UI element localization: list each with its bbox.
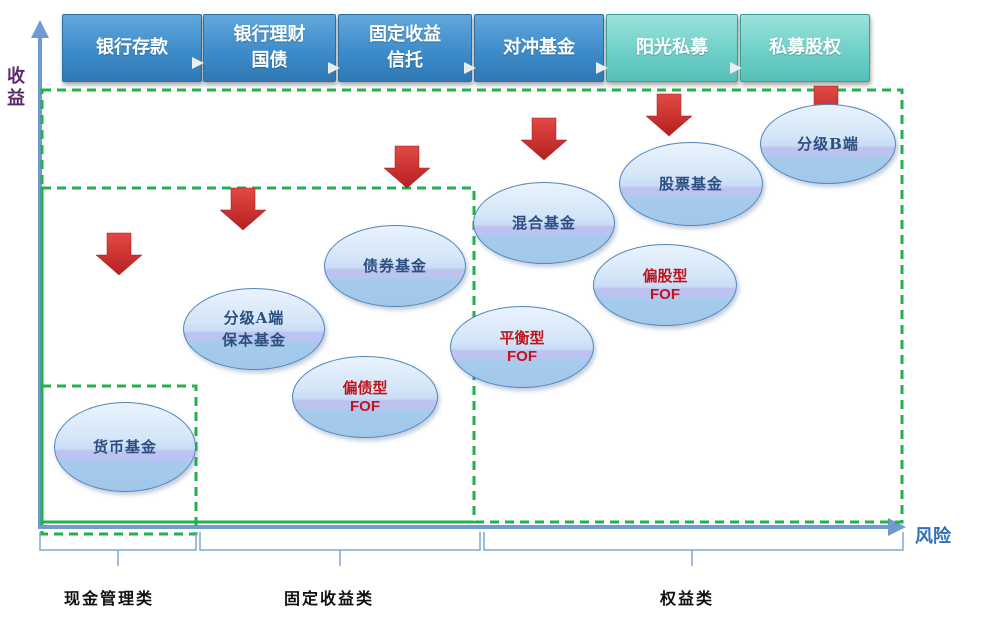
fixed-brace — [199, 532, 481, 566]
fund-label: 偏债型 — [342, 379, 388, 397]
fund-mixed: 混合基金 — [473, 182, 615, 264]
fund-stock: 股票基金 — [619, 142, 763, 226]
equity-brace — [483, 532, 904, 566]
down-arrow-icon — [520, 117, 568, 161]
fund-graded-b: 分级B端 — [760, 104, 896, 184]
down-arrow-icon — [95, 232, 143, 276]
fund-label-2: FOF — [507, 348, 537, 365]
x-axis-arrowhead-icon — [888, 518, 906, 536]
cash-brace — [39, 532, 197, 566]
product-tab-label-2: 信托 — [387, 50, 423, 71]
category-equity: 权益类 — [660, 589, 715, 608]
down-arrow-icon — [383, 145, 431, 189]
product-tab-bank-wealth: 银行理财 国债 — [203, 14, 336, 82]
tab-connector-arrow-icon — [464, 62, 476, 74]
product-tab-label: 私募股权 — [769, 37, 841, 58]
fixed-income-region-box — [40, 186, 476, 524]
product-tab-hedge-fund: 对冲基金 — [474, 14, 604, 82]
tab-connector-arrow-icon — [192, 57, 204, 69]
product-tab-label: 固定收益 — [369, 24, 441, 45]
y-axis-arrowhead-icon — [31, 20, 49, 38]
fund-label: 债券基金 — [362, 257, 427, 275]
down-arrow-icon — [219, 187, 267, 231]
fund-label: 混合基金 — [511, 214, 576, 232]
fund-label-2: FOF — [350, 398, 380, 415]
y-axis-label-text: 收益 — [7, 66, 25, 109]
category-cash-management: 现金管理类 — [64, 589, 155, 608]
tab-connector-arrow-icon — [596, 62, 608, 74]
fund-label: 平衡型 — [499, 329, 545, 347]
product-tab-label: 阳光私募 — [636, 37, 708, 58]
fund-bond: 债券基金 — [324, 225, 466, 307]
fund-bond-fof: 偏债型 FOF — [292, 356, 438, 438]
fund-graded-a-guaranteed: 分级A端 保本基金 — [183, 288, 325, 370]
x-axis-label: 风险 — [915, 526, 951, 547]
product-tab-fixed-income-trust: 固定收益 信托 — [338, 14, 472, 82]
fund-label-2: 保本基金 — [221, 331, 286, 349]
product-tab-label: 对冲基金 — [503, 37, 575, 58]
product-tab-label: 银行理财 — [233, 24, 306, 45]
product-tab-private-equity: 私募股权 — [740, 14, 870, 82]
fund-balanced-fof: 平衡型 FOF — [450, 306, 594, 388]
fund-money-market: 货币基金 — [54, 402, 196, 492]
product-tab-sunshine-private: 阳光私募 — [606, 14, 738, 82]
product-tab-label: 银行存款 — [96, 37, 168, 58]
fund-label: 货币基金 — [92, 438, 157, 456]
cash-region-box — [40, 384, 198, 536]
fund-label: 分级A端 — [223, 309, 285, 327]
down-arrow-icon — [645, 93, 693, 137]
product-tab-bank-deposit: 银行存款 — [62, 14, 202, 82]
fund-label: 分级B端 — [797, 135, 859, 153]
y-axis-label: 收益 — [6, 66, 26, 110]
category-fixed-income: 固定收益类 — [284, 589, 375, 608]
fund-stock-fof: 偏股型 FOF — [593, 244, 737, 326]
tab-connector-arrow-icon — [730, 62, 742, 74]
fund-label: 偏股型 — [642, 267, 688, 285]
tab-connector-arrow-icon — [328, 62, 340, 74]
product-tab-label-2: 国债 — [251, 50, 288, 71]
fund-label: 股票基金 — [658, 175, 723, 193]
fund-label-2: FOF — [650, 286, 680, 303]
